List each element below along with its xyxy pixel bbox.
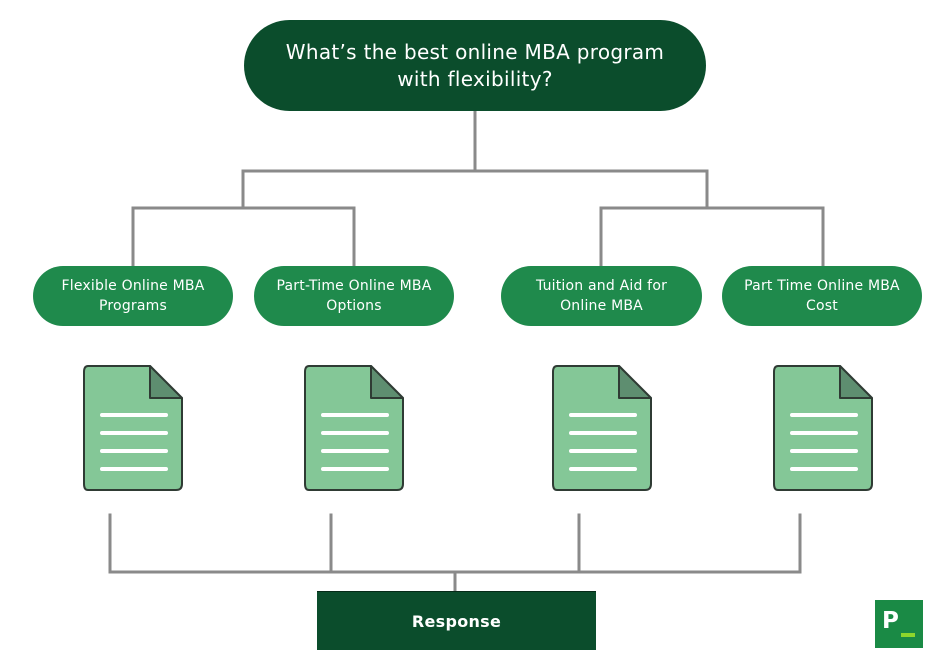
- root-question-node: What’s the best online MBA program with …: [244, 20, 706, 111]
- brand-logo-icon: P: [875, 600, 923, 648]
- query-label: Part Time Online MBA Cost: [744, 278, 900, 314]
- root-question-text: What’s the best online MBA program with …: [285, 39, 665, 91]
- document-icon: [304, 365, 404, 491]
- query-node-flexible-programs: Flexible Online MBA Programs: [33, 266, 233, 326]
- brand-logo-underscore: [901, 633, 915, 637]
- document-icon: [773, 365, 873, 491]
- brand-logo-letter: P: [882, 608, 899, 634]
- document-icon: [552, 365, 652, 491]
- query-label: Part-Time Online MBA Options: [276, 278, 432, 314]
- query-label: Tuition and Aid for Online MBA: [535, 278, 668, 314]
- response-label: Response: [411, 611, 502, 631]
- query-node-part-time-cost: Part Time Online MBA Cost: [722, 266, 922, 326]
- query-label: Flexible Online MBA Programs: [61, 278, 205, 314]
- response-box: Response: [317, 591, 596, 650]
- query-node-tuition-aid: Tuition and Aid for Online MBA: [501, 266, 702, 326]
- document-icon: [83, 365, 183, 491]
- query-node-part-time-options: Part-Time Online MBA Options: [254, 266, 454, 326]
